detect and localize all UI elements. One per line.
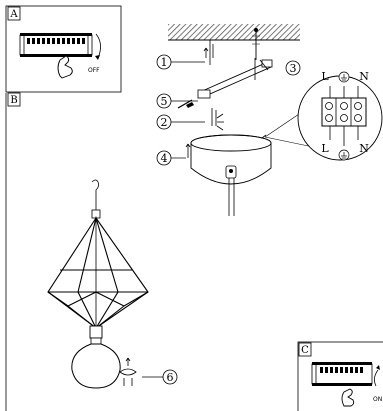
twist-arrow-icon [119, 357, 137, 386]
screwdriver-icon [177, 99, 193, 109]
panel-a: A OFF [5, 5, 122, 93]
panel-c-letter: C [301, 345, 309, 356]
panel-b-letter: B [10, 95, 17, 106]
switch-arrow-icon-c [374, 369, 379, 387]
panel-a-letter: A [9, 9, 18, 20]
terminal-live-top: L [321, 70, 329, 83]
ground-icon-top [338, 71, 350, 83]
pendant-lamp [47, 179, 149, 389]
hand-icon [57, 55, 73, 79]
wire-connector-icon [211, 108, 224, 131]
callout-3: 3 [285, 60, 301, 76]
ceiling-canopy [190, 134, 272, 216]
callout-2: 2 [156, 114, 205, 130]
svg-text:6: 6 [167, 371, 174, 384]
breaker-rail-a [19, 33, 93, 57]
terminal-live-bottom: L [321, 142, 329, 155]
breaker-rail-c [311, 362, 373, 386]
terminal-block-detail: L N L N [297, 70, 383, 161]
terminal-neutral-bottom: N [359, 142, 369, 155]
panel-c-switch-text: ON [373, 396, 382, 403]
svg-text:4: 4 [161, 152, 168, 165]
panel-c: C ON [297, 341, 383, 411]
screw-icon [252, 28, 260, 60]
svg-text:1: 1 [161, 56, 168, 69]
callout-6: 6 [142, 369, 178, 385]
light-bulb-icon [71, 337, 121, 389]
callout-5: 5 [156, 93, 198, 109]
mounting-bracket [197, 58, 273, 99]
hand-icon-c [341, 388, 355, 407]
ceiling [168, 24, 300, 41]
callout-1: 1 [156, 54, 205, 70]
svg-text:3: 3 [290, 62, 297, 75]
switch-arrow-icon [95, 33, 101, 59]
terminal-neutral-top: N [359, 70, 369, 83]
svg-text:5: 5 [161, 95, 168, 108]
svg-text:2: 2 [161, 116, 168, 129]
ground-icon-bottom [338, 149, 350, 161]
panel-b: B [5, 92, 21, 411]
panel-a-switch-text: OFF [88, 67, 100, 74]
callout-4: 4 [156, 150, 186, 166]
